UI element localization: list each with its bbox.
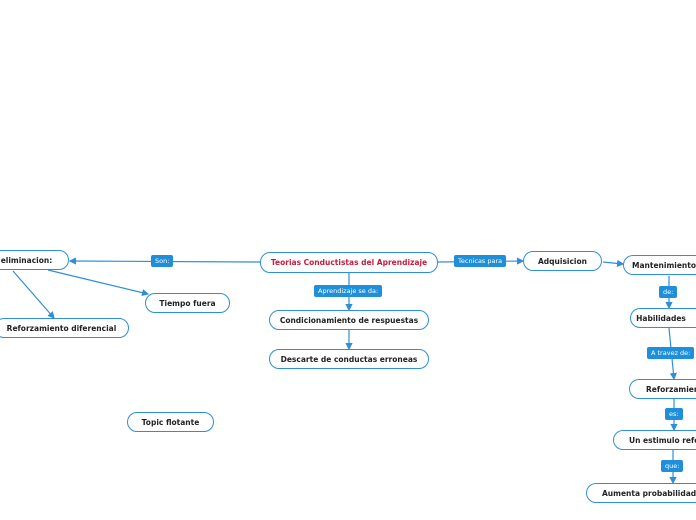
central-topic-label: Teorias Conductistas del Aprendizaje bbox=[270, 258, 428, 267]
topic-flotante-node[interactable]: Topic flotante bbox=[127, 412, 214, 432]
adquisicion-label: Adquisicion bbox=[538, 256, 587, 266]
central-topic[interactable]: Teorias Conductistas del Aprendizaje bbox=[260, 252, 438, 273]
reforzamiento-diferencial-node[interactable]: Reforzamiento diferencial bbox=[0, 318, 129, 338]
estimulo-label: Un estimulo refor bbox=[629, 435, 696, 445]
connector-label-que[interactable]: que: bbox=[661, 460, 684, 472]
reforzamiento-node[interactable]: Reforzamient bbox=[629, 379, 696, 399]
tiempo-fuera-label: Tiempo fuera bbox=[159, 298, 216, 308]
estimulo-node[interactable]: Un estimulo refor bbox=[613, 430, 696, 450]
reforzamiento-label: Reforzamient bbox=[646, 384, 696, 394]
connector-adquisicion-mantenimiento bbox=[602, 259, 625, 267]
mantenimiento-node[interactable]: Mantenimiento bbox=[623, 255, 696, 275]
connector-label-a-traves[interactable]: A travez de: bbox=[647, 347, 695, 359]
eliminacion-label: e eliminacion: bbox=[0, 255, 53, 265]
adquisicion-node[interactable]: Adquisicion bbox=[523, 251, 602, 271]
topic-flotante-label: Topic flotante bbox=[141, 417, 200, 427]
reforzamiento-diferencial-label: Reforzamiento diferencial bbox=[6, 323, 117, 333]
condicionamiento-node[interactable]: Condicionamiento de respuestas bbox=[269, 310, 429, 330]
connector-label-tecnicas[interactable]: Tecnicas para bbox=[454, 255, 507, 267]
descarte-label: Descarte de conductas erroneas bbox=[280, 354, 418, 364]
connector-eliminacion-tiempo bbox=[47, 269, 150, 297]
mantenimiento-label: Mantenimiento bbox=[632, 260, 696, 270]
connector-label-de[interactable]: de: bbox=[659, 286, 678, 298]
descarte-node[interactable]: Descarte de conductas erroneas bbox=[269, 349, 429, 369]
aumenta-label: Aumenta probabilidad d bbox=[602, 488, 696, 498]
aumenta-node[interactable]: Aumenta probabilidad d bbox=[586, 483, 696, 503]
connector-eliminacion-reforzamiento bbox=[12, 270, 55, 319]
habilidades-node[interactable]: Habilidades bbox=[630, 308, 696, 328]
connector-label-es[interactable]: es: bbox=[665, 408, 683, 420]
connector-label-son[interactable]: Son: bbox=[151, 255, 174, 267]
habilidades-label: Habilidades bbox=[636, 313, 686, 323]
eliminacion-node[interactable]: e eliminacion: bbox=[0, 250, 69, 270]
tiempo-fuera-node[interactable]: Tiempo fuera bbox=[145, 293, 230, 313]
connector-label-aprendizaje[interactable]: Aprendizaje se da: bbox=[314, 285, 383, 297]
condicionamiento-label: Condicionamiento de respuestas bbox=[279, 315, 419, 325]
